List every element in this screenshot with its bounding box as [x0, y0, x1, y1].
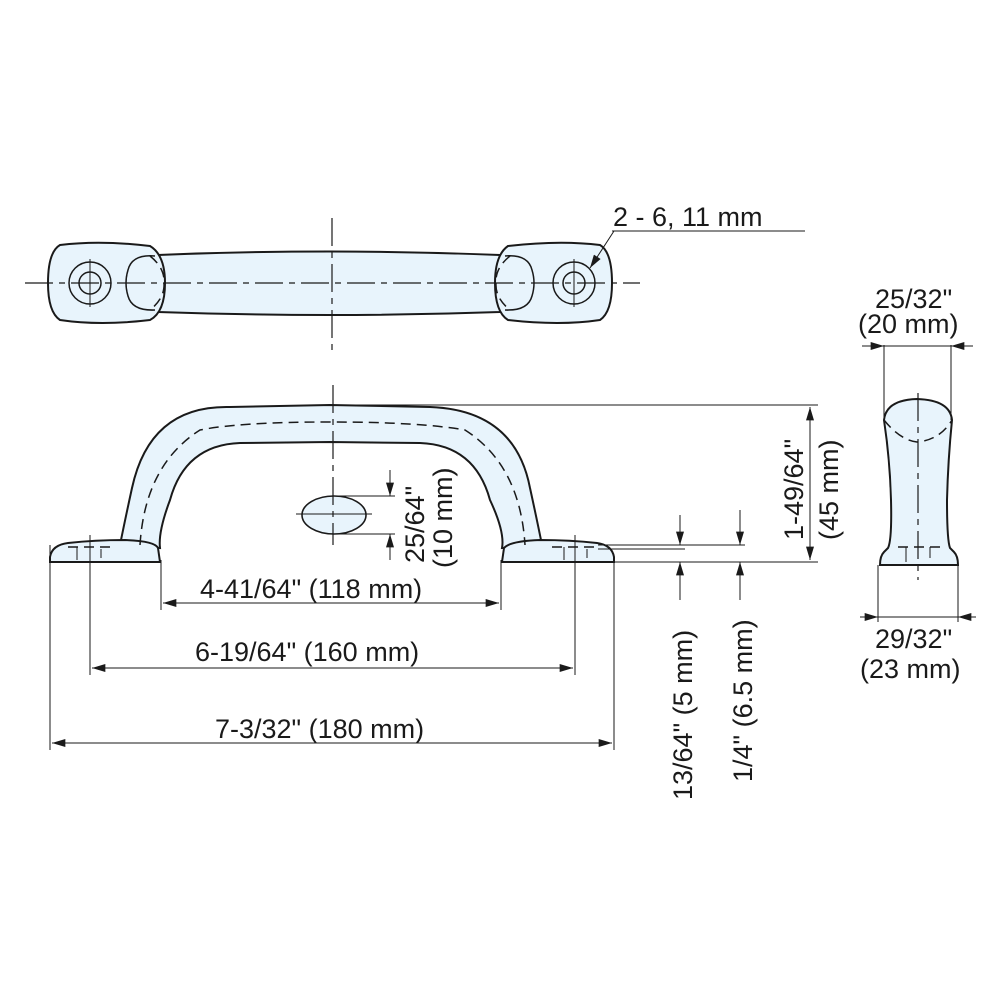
overall-length-dimension: 7-3/32" (180 mm) — [215, 714, 424, 744]
grip-section-in: 25/64" — [400, 486, 430, 563]
height-in: 1-49/64" — [779, 439, 809, 540]
hole-spacing-dimension: 6-19/64" (160 mm) — [195, 637, 419, 667]
hole-callout-label: 2 - 6, 11 mm — [613, 202, 763, 232]
front-view: 4-41/64" (118 mm) 6-19/64" (160 mm) 7-3/… — [49, 385, 844, 800]
base-width-mm: (23 mm) — [860, 654, 961, 684]
inner-width-dimension: 4-41/64" (118 mm) — [200, 574, 422, 604]
top-view: 2 - 6, 11 mm — [25, 202, 805, 350]
base-thickness-dimension: 13/64" (5 mm) — [668, 630, 698, 800]
top-width-in: 25/32" — [875, 284, 952, 314]
top-width-mm: (20 mm) — [858, 309, 959, 339]
grip-section-mm: (10 mm) — [428, 468, 458, 569]
side-view: 25/32" (20 mm) 29/32" (23 mm) — [858, 284, 976, 684]
foot-thickness-dimension: 1/4" (6.5 mm) — [728, 619, 758, 782]
base-width-in: 29/32" — [875, 624, 952, 654]
height-mm: (45 mm) — [814, 440, 844, 541]
